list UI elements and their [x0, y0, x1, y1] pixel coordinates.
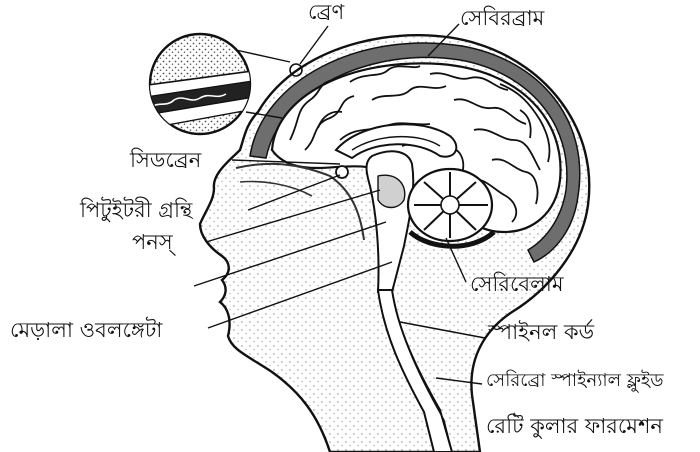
label-foramen: রেটি কুলার ফারমেশন — [486, 416, 663, 437]
meninges-inset — [140, 34, 260, 134]
label-brain-membrane: ব্রেণ — [308, 2, 344, 23]
label-spinal-cord: স্পাইনল কর্ড — [488, 322, 594, 343]
label-medulla: মেড়ালা ওবলঙ্গেটা — [10, 320, 162, 341]
label-cerebellum: সেরিবেলাম — [470, 274, 563, 295]
label-csf: সেরিব্রো স্পাইন্যাল ফ্লুইড — [486, 372, 664, 390]
label-pituitary: পিটুইটরী গ্রন্থি — [80, 200, 192, 221]
label-cidrain: সিডব্রেন — [130, 150, 201, 171]
label-cerebrum: সেবিরব্রাম — [460, 8, 544, 29]
label-pons: পনস্ — [132, 232, 173, 253]
